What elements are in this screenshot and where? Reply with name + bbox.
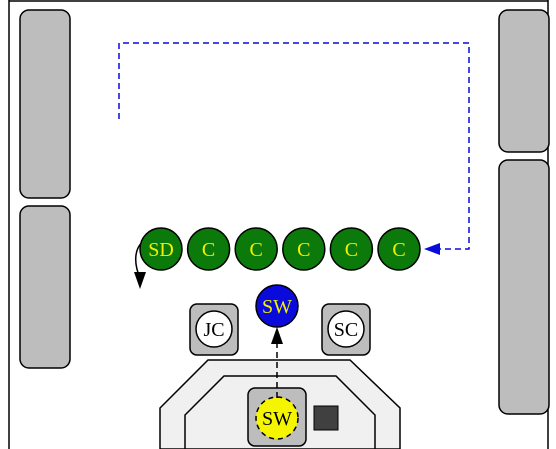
curved-arrow-head — [134, 272, 146, 289]
transfer-arrow-head — [271, 327, 283, 344]
jc-label: JC — [203, 319, 224, 341]
row-node-1 — [186, 227, 231, 271]
yellow-sw-label: SW — [262, 408, 292, 430]
row-node-label-2: C — [250, 239, 263, 261]
node-row: SD C C C C C — [139, 227, 421, 271]
row-node-2 — [234, 227, 278, 271]
row-node-4 — [329, 227, 374, 271]
row-node-label-4: C — [345, 239, 358, 261]
route-dashed-path — [118, 42, 470, 250]
row-node-label-1: C — [202, 239, 215, 261]
jc-node — [195, 310, 233, 348]
dark-square — [313, 405, 339, 431]
row-node-label-3: C — [297, 239, 310, 261]
row-node-label-0: SD — [148, 239, 174, 261]
blue-sw-label: SW — [262, 296, 292, 318]
sc-node — [327, 310, 365, 348]
right-panel-top — [498, 9, 550, 153]
left-panel-bottom — [19, 205, 71, 369]
row-node-5 — [377, 227, 421, 271]
right-panel-bottom — [498, 159, 550, 415]
route-arrowhead — [424, 243, 440, 255]
yellow-sw-node — [255, 396, 299, 440]
row-node-0 — [139, 227, 183, 271]
row-node-3 — [282, 227, 326, 271]
left-panel-top — [19, 9, 71, 199]
sc-label: SC — [334, 319, 358, 341]
row-node-label-5: C — [392, 239, 405, 261]
